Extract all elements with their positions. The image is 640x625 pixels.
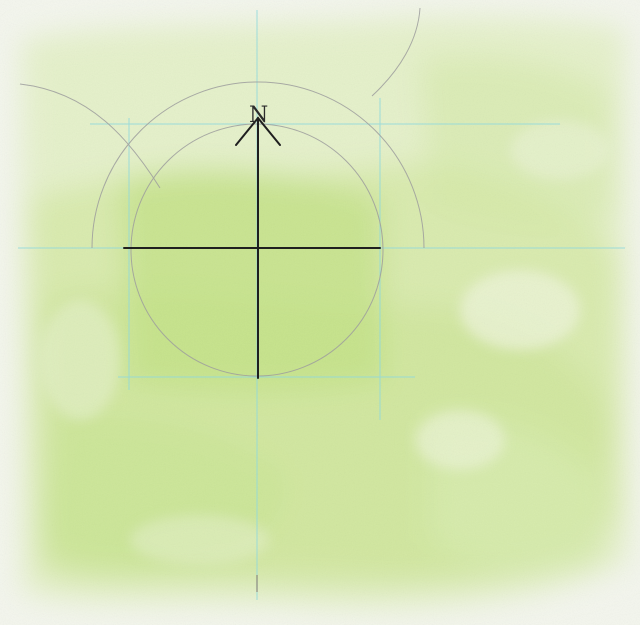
right-large-arc <box>371 7 421 97</box>
outer-arc <box>91 81 425 249</box>
north-label: N <box>249 103 268 128</box>
left-large-arc <box>19 83 161 189</box>
north-arrowhead <box>235 116 281 146</box>
ink-cross <box>123 116 381 379</box>
